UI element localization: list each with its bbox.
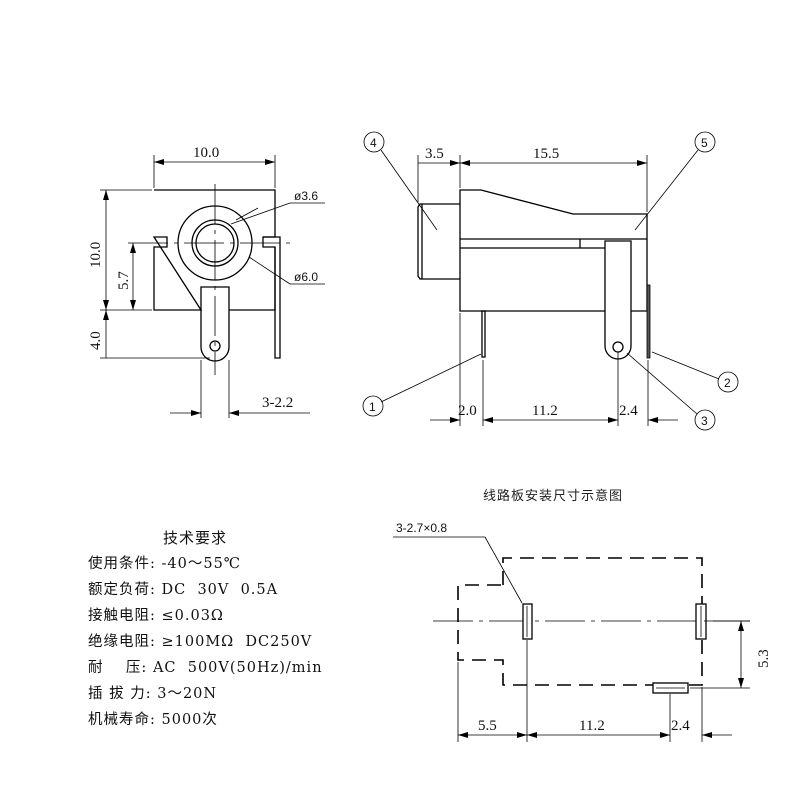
dim-15-5: 15.5 [533,146,559,162]
svg-text:2: 2 [724,376,731,390]
dim-center: 5.7 [116,271,132,290]
callout-2: 2 [717,371,739,393]
dim-height: 10.0 [88,242,104,268]
spec-label: 额定负荷: [88,582,156,598]
svg-text:1: 1 [369,400,376,414]
pcb-dim-2-4: 2.4 [671,718,690,734]
spec-label: 耐 压: [88,660,148,676]
dim-11-2: 11.2 [532,403,558,419]
dim-2-0: 2.0 [458,403,477,419]
dim-pin: 4.0 [88,331,104,350]
dim-2-4: 2.4 [619,403,638,419]
spec-label: 绝缘电阻: [88,634,156,650]
spec-row: 额定负荷: DC 30V 0.5A [88,578,278,599]
side-view: 3.5 15.5 2.0 11.2 2.4 4 5 1 2 3 [362,131,739,431]
spec-value: 3～20N [157,686,218,702]
pcb-dim-5-3: 5.3 [756,649,772,668]
spec-value: ≥100MΩ DC250V [161,634,313,650]
spec-label: 插 拔 力: [88,686,152,702]
spec-label: 机械寿命: [88,712,156,728]
dim-pin-width: 3-2.2 [262,395,293,411]
front-view: 10.0 10.0 5.7 4.0 ø3.6 ø6.0 3-2.2 [88,145,325,418]
callout-4: 4 [363,131,385,153]
svg-text:5: 5 [701,136,708,150]
pcb-dim-11-2: 11.2 [579,718,605,734]
slot-label: 3-2.7×0.8 [396,521,447,535]
spec-value: ≤0.03Ω [161,608,224,624]
spec-row: 机械寿命: 5000次 [88,708,218,729]
spec-row: 接触电阻: ≤0.03Ω [88,604,224,625]
dim-width: 10.0 [193,145,219,161]
spec-label: 接触电阻: [88,608,156,624]
pcb-dim-5-5: 5.5 [478,718,497,734]
pcb-layout: 3-2.7×0.8 5.5 11.2 2.4 5.3 [393,521,772,742]
spec-label: 使用条件: [88,556,156,572]
callout-1: 1 [362,395,384,417]
spec-row: 绝缘电阻: ≥100MΩ DC250V [88,630,312,651]
spec-value: -40～55℃ [161,556,242,572]
specs-title: 技术要求 [163,529,228,547]
dim-3-5: 3.5 [425,146,444,162]
spec-value: 5000次 [161,712,218,728]
spec-value: AC 500V(50Hz)/min [152,660,323,676]
spec-row: 耐 压: AC 500V(50Hz)/min [88,656,323,677]
callout-3: 3 [694,409,716,431]
dim-inner-dia: ø3.6 [294,189,318,203]
callout-5: 5 [694,131,716,153]
spec-row: 使用条件: -40～55℃ [88,552,241,573]
svg-text:3: 3 [701,414,708,428]
spec-value: DC 30V 0.5A [161,582,279,598]
pcb-layout-title: 线路板安装尺寸示意图 [483,489,624,504]
spec-row: 插 拔 力: 3～20N [88,682,217,703]
dim-outer-dia: ø6.0 [294,270,318,284]
svg-text:4: 4 [370,136,377,150]
